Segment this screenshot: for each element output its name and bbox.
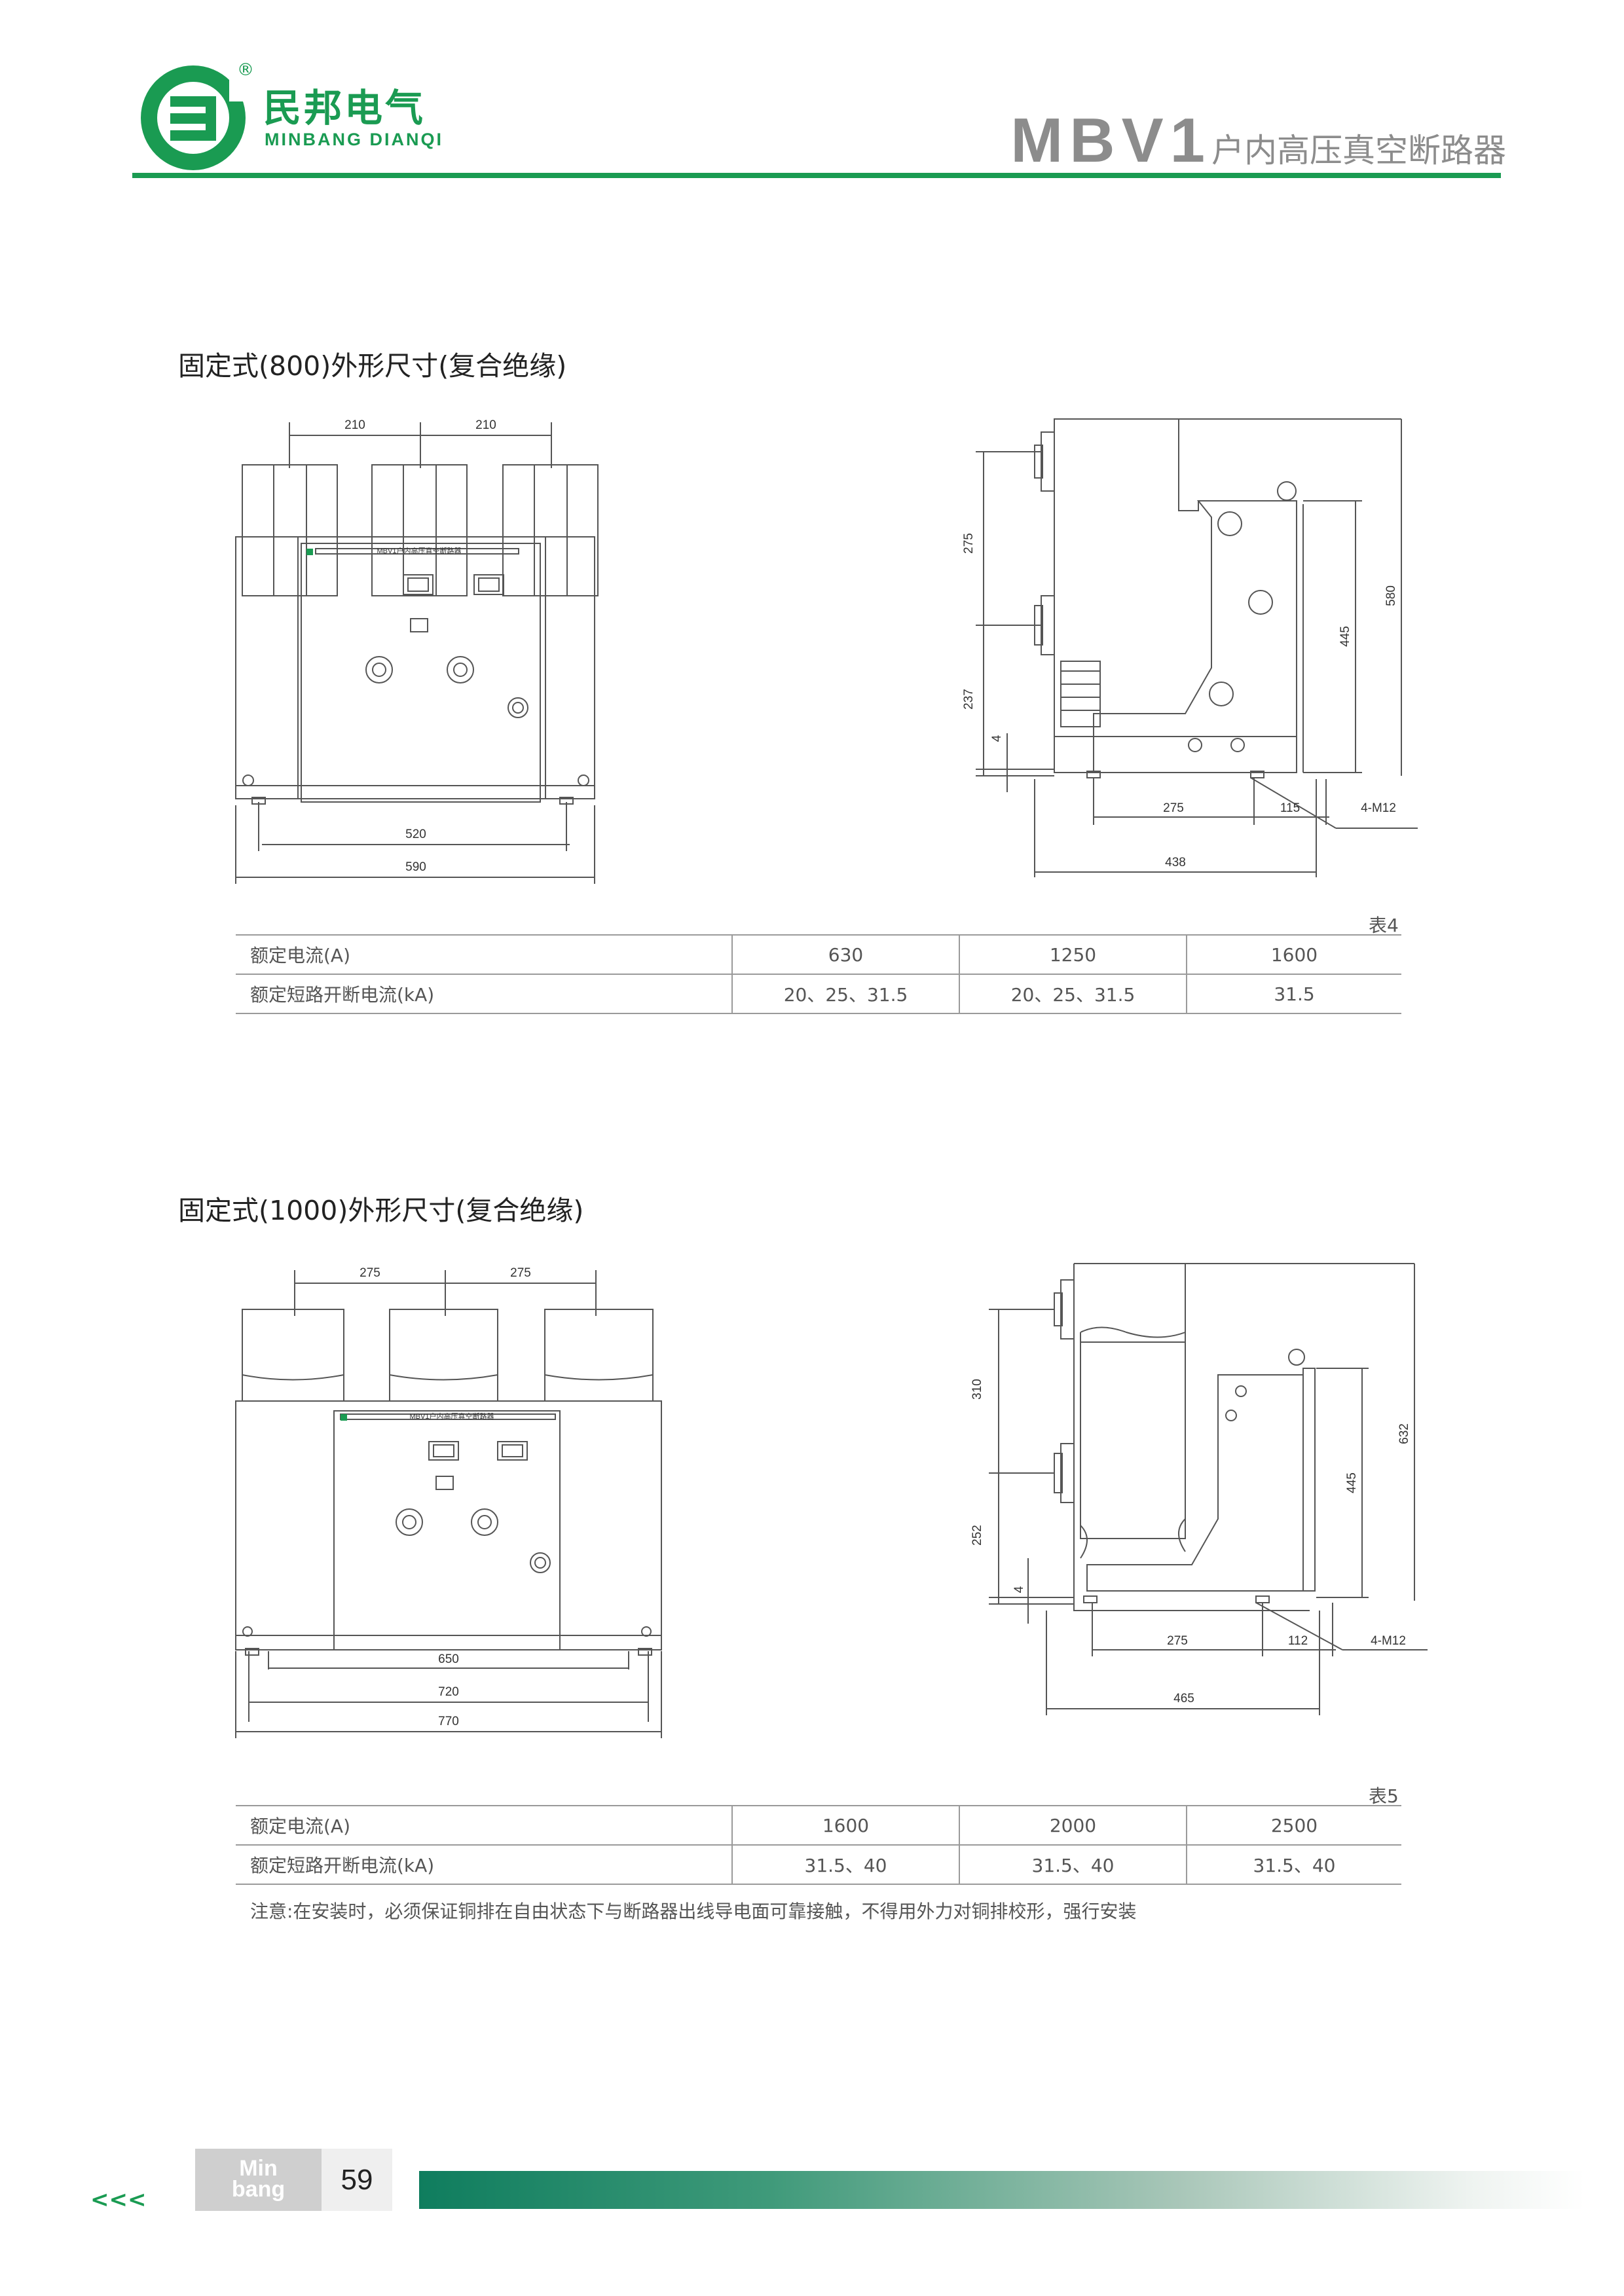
section1-front-view-drawing: 210 210 MBV1户内高压真空断路器 520 590 bbox=[235, 418, 599, 884]
table-row: 额定短路开断电流(kA) 20、25、31.5 20、25、31.5 31.5 bbox=[236, 974, 1401, 1014]
product-model: MBV1 bbox=[1010, 105, 1211, 175]
footer-tag: Min bang bbox=[195, 2149, 322, 2211]
dim-label: 632 bbox=[1397, 1423, 1411, 1444]
table5-caption: 表5 bbox=[1369, 1785, 1399, 1807]
table-cell: 额定短路开断电流(kA) bbox=[236, 974, 732, 1014]
brand-name-cn: 民邦电气 bbox=[263, 86, 426, 130]
footer-tag-line2: bang bbox=[231, 2177, 286, 2202]
bolt-label: 4-M12 bbox=[1361, 801, 1396, 815]
bolt-label: 4-M12 bbox=[1371, 1634, 1406, 1648]
header: ® 民邦电气 MINBANG DIANQI MBV1户内高压真空断路器 bbox=[0, 0, 1624, 196]
section2-front-view-drawing: 275 275 MBV1户内高压真空断路器 650 720 770 bbox=[235, 1266, 662, 1738]
table-cell: 2500 bbox=[1186, 1805, 1401, 1846]
dim-label: 590 bbox=[405, 860, 426, 874]
table-cell: 630 bbox=[731, 934, 959, 975]
table-cell: 2000 bbox=[959, 1805, 1187, 1846]
table-cell: 1250 bbox=[959, 934, 1187, 975]
table-cell: 31.5、40 bbox=[1186, 1844, 1401, 1885]
table-cell: 额定电流(A) bbox=[236, 1805, 732, 1846]
dim-label: 770 bbox=[438, 1715, 459, 1728]
dim-label: 115 bbox=[1280, 801, 1300, 815]
dim-label: 112 bbox=[1288, 1634, 1308, 1648]
dim-label: 465 bbox=[1173, 1692, 1194, 1705]
dim-label: 275 bbox=[510, 1266, 531, 1280]
table-cell: 1600 bbox=[1186, 934, 1401, 975]
dim-label: 4 bbox=[990, 735, 1004, 742]
table-cell: 31.5 bbox=[1186, 974, 1401, 1014]
table-cell: 1600 bbox=[731, 1805, 959, 1846]
dim-label: 275 bbox=[1167, 1634, 1188, 1648]
footer-tag-line1: Min bbox=[239, 2156, 278, 2181]
table4: 额定电流(A) 630 1250 1600 额定短路开断电流(kA) 20、25… bbox=[236, 934, 1401, 1014]
header-divider bbox=[132, 173, 1501, 178]
dim-label: 252 bbox=[970, 1525, 984, 1546]
table-cell: 20、25、31.5 bbox=[959, 974, 1187, 1014]
section2-title: 固定式(1000)外形尺寸(复合绝缘) bbox=[178, 1195, 584, 1226]
dim-label: 275 bbox=[1163, 801, 1184, 815]
dim-label: 237 bbox=[963, 689, 976, 710]
company-logo-icon bbox=[141, 65, 249, 170]
section1-title: 固定式(800)外形尺寸(复合绝缘) bbox=[178, 350, 567, 382]
panel-label: MBV1户内高压真空断路器 bbox=[377, 546, 462, 555]
table-cell: 额定电流(A) bbox=[236, 934, 732, 975]
dim-label: 650 bbox=[438, 1652, 459, 1666]
dim-label: 520 bbox=[405, 828, 426, 841]
footer-gradient-bar bbox=[419, 2171, 1585, 2209]
table4-caption: 表4 bbox=[1369, 915, 1399, 936]
dim-label: 210 bbox=[475, 418, 496, 432]
table-row: 额定电流(A) 1600 2000 2500 bbox=[236, 1805, 1401, 1846]
panel-label: MBV1户内高压真空断路器 bbox=[410, 1412, 494, 1421]
table-cell: 20、25、31.5 bbox=[731, 974, 959, 1014]
document-title: MBV1户内高压真空断路器 bbox=[1010, 105, 1506, 177]
page-number: 59 bbox=[341, 2163, 373, 2196]
section2-side-view-drawing: 310 252 4 445 632 275 112 4-M12 465 bbox=[970, 1263, 1428, 1715]
page-number-box: 59 bbox=[322, 2149, 392, 2211]
dim-label: 580 bbox=[1384, 585, 1398, 606]
footer-tag-text: Min bang bbox=[195, 2149, 322, 2200]
table5: 额定电流(A) 1600 2000 2500 额定短路开断电流(kA) 31.5… bbox=[236, 1805, 1401, 1885]
dim-label: 720 bbox=[438, 1685, 459, 1699]
dim-label: 275 bbox=[360, 1266, 380, 1280]
dim-label: 438 bbox=[1165, 856, 1186, 869]
dim-label: 210 bbox=[344, 418, 365, 432]
table-row: 额定电流(A) 630 1250 1600 bbox=[236, 934, 1401, 975]
table-row: 额定短路开断电流(kA) 31.5、40 31.5、40 31.5、40 bbox=[236, 1844, 1401, 1885]
installation-note: 注意:在安装时，必须保证铜排在自由状态下与断路器出线导电面可靠接触，不得用外力对… bbox=[250, 1901, 1137, 1922]
product-name: 户内高压真空断路器 bbox=[1211, 132, 1506, 170]
table-cell: 31.5、40 bbox=[959, 1844, 1187, 1885]
table-cell: 额定短路开断电流(kA) bbox=[236, 1844, 732, 1885]
dim-label: 445 bbox=[1345, 1472, 1359, 1493]
dim-label: 4 bbox=[1012, 1586, 1026, 1593]
brand-name-en: MINBANG DIANQI bbox=[265, 130, 443, 149]
dim-label: 275 bbox=[963, 533, 976, 554]
section1-side-view-drawing: 275 237 4 445 580 275 115 4-M12 438 bbox=[963, 418, 1418, 877]
dim-label: 445 bbox=[1338, 626, 1352, 647]
registered-mark: ® bbox=[237, 60, 254, 80]
table-cell: 31.5、40 bbox=[731, 1844, 959, 1885]
dim-label: 310 bbox=[970, 1379, 984, 1400]
previous-page-link[interactable]: <<< bbox=[90, 2187, 147, 2213]
